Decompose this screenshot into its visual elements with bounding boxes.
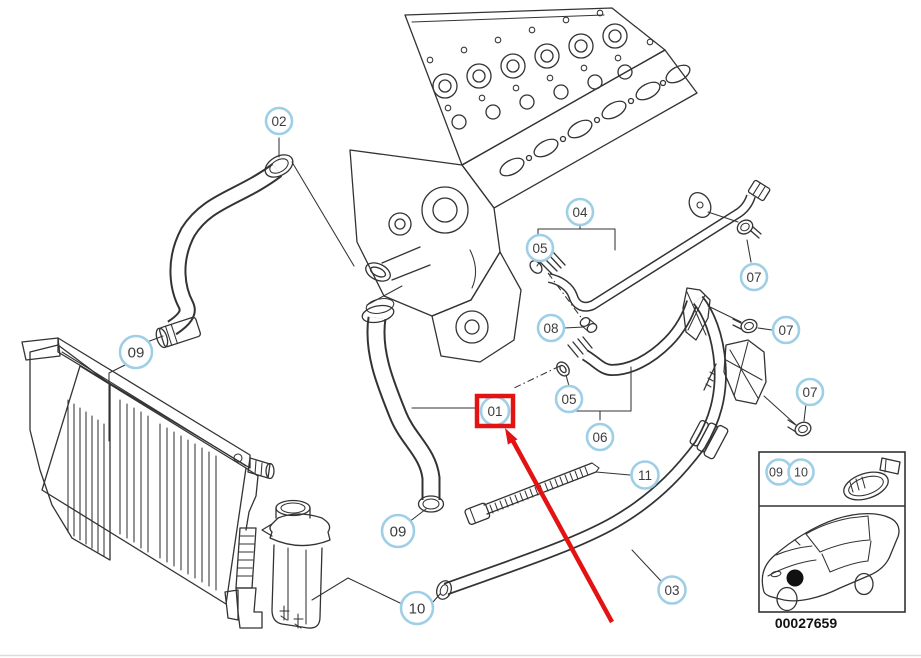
- inset-callout-10[interactable]: 10: [787, 458, 815, 486]
- car-location-sketch: [761, 512, 900, 612]
- callout-label: 03: [664, 583, 679, 598]
- callout-04[interactable]: 04: [565, 197, 595, 227]
- callout-label: 05: [561, 392, 576, 407]
- hose-02-upper-radiator-hose: [155, 154, 294, 349]
- inset-box: 09 10 00027659: [758, 451, 906, 631]
- leader-lines: [108, 137, 807, 604]
- inset-part-number: 00027659: [775, 615, 838, 631]
- callout-circle: [771, 315, 801, 345]
- callout-circle: [264, 106, 294, 136]
- hose-04-pipe: [529, 179, 771, 312]
- callout-label: 07: [802, 385, 817, 400]
- red-arrow-line: [511, 439, 614, 624]
- callout-06[interactable]: 06: [585, 422, 615, 452]
- radiator-illustration: [21, 337, 275, 629]
- inset-callout-09[interactable]: 09: [765, 458, 793, 486]
- highlight-annotation: [505, 428, 614, 624]
- callout-label: 07: [746, 270, 761, 285]
- engine-illustration: [349, 7, 698, 363]
- callout-label: 09: [390, 524, 407, 541]
- callout-05-lower[interactable]: 05: [554, 384, 584, 414]
- red-arrow-head: [505, 428, 518, 445]
- hose-clamp-icon: [843, 457, 901, 501]
- callout-circle: [565, 197, 595, 227]
- bolt-07-bottom: [787, 419, 812, 437]
- callout-07-middle[interactable]: 07: [771, 315, 801, 345]
- callout-02[interactable]: 02: [264, 106, 294, 136]
- hose-03-lower-hose: [436, 295, 729, 600]
- red-highlight-box: [474, 393, 516, 429]
- callout-label: 09: [128, 345, 145, 362]
- callout-label: 10: [409, 601, 426, 618]
- callout-label: 10: [794, 466, 808, 480]
- location-dot: [786, 569, 804, 587]
- bolt-07-top: [736, 219, 762, 239]
- callout-circle: [380, 513, 416, 549]
- callout-circle: [554, 384, 584, 414]
- callout-09-radiator[interactable]: 09: [118, 334, 154, 370]
- callout-08[interactable]: 08: [536, 313, 566, 343]
- callout-label: 04: [572, 205, 588, 220]
- callout-circle: [525, 233, 555, 263]
- callout-05-upper[interactable]: 05: [525, 233, 555, 263]
- callout-circle: [795, 377, 825, 407]
- callout-circle: [630, 460, 660, 490]
- callout-label: 06: [592, 430, 607, 445]
- callout-label: 09: [769, 466, 783, 480]
- callout-10[interactable]: 10: [399, 590, 435, 626]
- callout-09-hose[interactable]: 09: [380, 513, 416, 549]
- bolt-07-middle: [732, 318, 758, 334]
- callout-label: 02: [271, 114, 286, 129]
- callout-label: 05: [532, 241, 547, 256]
- plug-08: [579, 316, 598, 334]
- callout-circle: [657, 575, 687, 605]
- hose-01-water-hose: [361, 298, 445, 513]
- callout-label: 08: [543, 321, 558, 336]
- callout-circle: [739, 262, 769, 292]
- callout-circle: [536, 313, 566, 343]
- callout-circle: [118, 334, 154, 370]
- callout-label: 07: [778, 323, 793, 338]
- callout-11[interactable]: 11: [630, 460, 660, 490]
- callout-label: 01: [487, 404, 502, 419]
- callout-label: 11: [638, 468, 652, 483]
- hose-06: [556, 300, 698, 377]
- brackets-and-bolts: [579, 219, 812, 437]
- callout-circle: [787, 458, 815, 486]
- expansion-tank-illustration: [261, 499, 331, 629]
- callout-01-highlighted[interactable]: 01: [474, 393, 516, 429]
- callout-03[interactable]: 03: [657, 575, 687, 605]
- callout-circle: [399, 590, 435, 626]
- callout-circle: [585, 422, 615, 452]
- callout-07-bottom[interactable]: 07: [795, 377, 825, 407]
- callout-07-top[interactable]: 07: [739, 262, 769, 292]
